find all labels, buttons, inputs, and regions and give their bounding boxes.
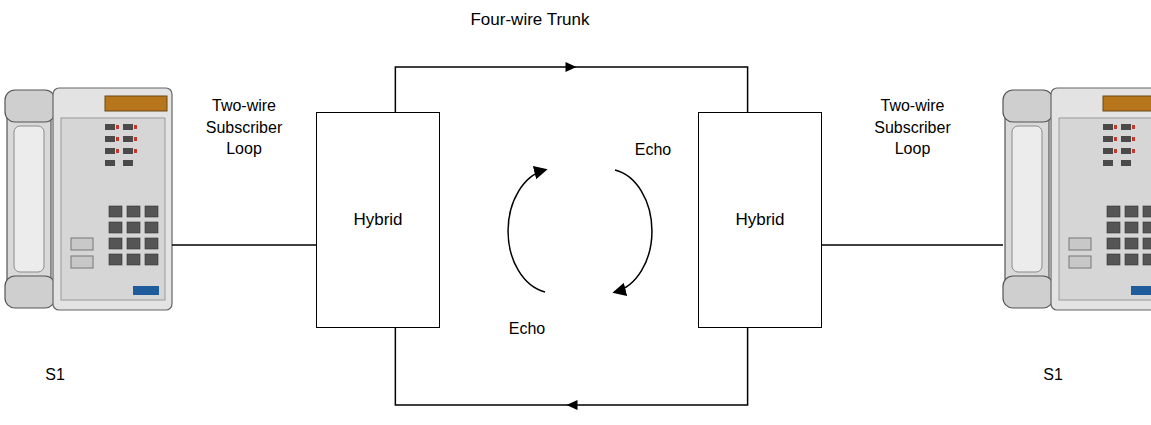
subscriber-label: S1 — [1003, 365, 1103, 384]
telephone-illustration — [5, 88, 172, 310]
telephone-node: S1 — [5, 88, 172, 388]
connector-path — [822, 244, 1003, 246]
diagram-title: Four-wire Trunk — [470, 9, 589, 32]
box-label: Hybrid — [735, 210, 784, 230]
box-label: Hybrid — [353, 210, 402, 230]
loop-label: Two-wire Subscriber Loop — [189, 95, 299, 160]
connector-path — [395, 328, 747, 405]
arrowhead — [566, 400, 577, 410]
trunk-line — [395, 328, 747, 410]
telephone-illustration — [1003, 88, 1151, 310]
trunk-line — [395, 62, 747, 112]
subscriber-loop-line — [172, 245, 316, 246]
subscriber-loop-line — [822, 245, 1003, 246]
telephone-node: S1 — [1003, 88, 1151, 388]
echo-arc — [508, 170, 545, 292]
hybrid-box: Hybrid — [316, 112, 440, 328]
arrowhead — [565, 62, 576, 72]
echo-label: Echo — [509, 318, 545, 340]
echo-arc — [615, 170, 652, 292]
echo-label: Echo — [635, 139, 671, 161]
connector-path — [395, 67, 747, 112]
hybrid-box: Hybrid — [698, 112, 822, 328]
connector-path — [172, 244, 316, 246]
subscriber-label: S1 — [5, 365, 105, 384]
loop-label: Two-wire Subscriber Loop — [858, 95, 968, 160]
